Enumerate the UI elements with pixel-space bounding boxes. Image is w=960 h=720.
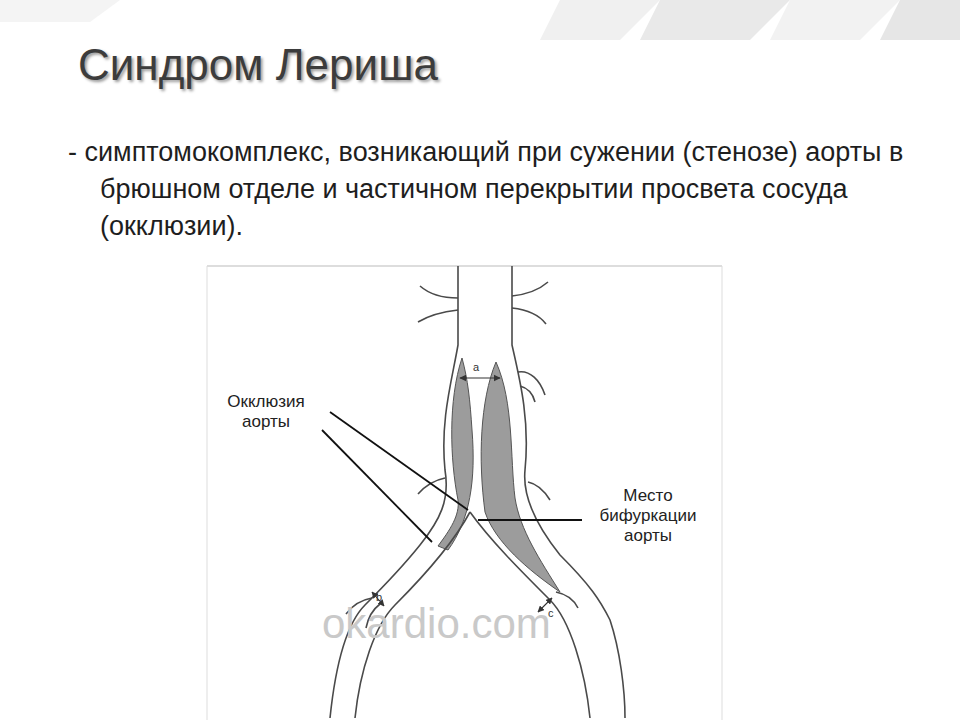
vessel-wall [330,266,625,718]
dimension-arrow [460,377,500,378]
header-shape [540,0,660,40]
occlusion-plaque [438,358,560,592]
frame-line [722,266,723,720]
callout-label: Место бифуркации аорты [586,486,710,546]
slide-title: Синдром Лериша [78,40,438,90]
leader-line [322,412,582,542]
header-shape [880,0,960,40]
dimension-label: a [473,361,479,373]
callout-label: Окклюзия аорты [214,392,318,432]
frame-line [207,266,208,720]
frame-line [207,266,722,267]
header-shape [640,0,790,40]
header-shape [0,0,120,22]
watermark: okardio.com [322,600,551,648]
definition-text: - симптомокомплекс, возникающий при суже… [68,134,908,245]
header-shape [770,0,900,40]
